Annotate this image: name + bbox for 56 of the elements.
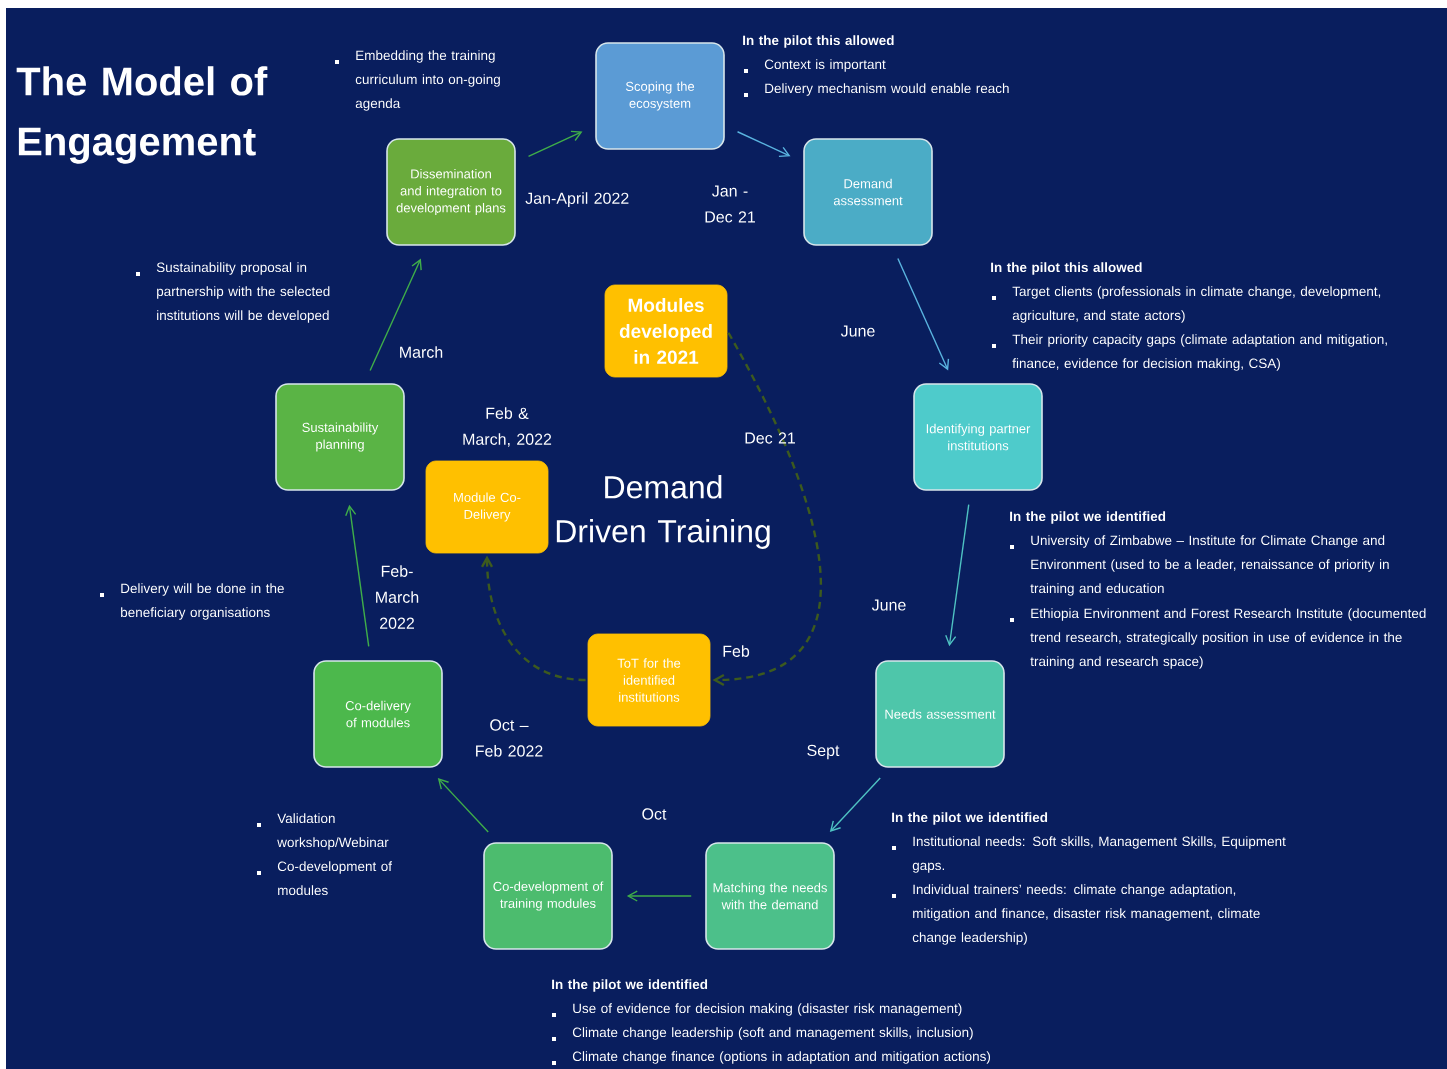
bullet-text: Validation workshop/Webinar bbox=[257, 813, 389, 850]
note-heading: In the pilot we identified bbox=[892, 812, 1048, 825]
arrow bbox=[527, 130, 583, 158]
note-heading: In the pilot we identified bbox=[1010, 511, 1166, 524]
date-label: Feb- March 2022 bbox=[376, 565, 419, 629]
bullet-text: Delivery will be done in the beneficiary organisations bbox=[100, 583, 284, 620]
bullet-text: Their priority capacity gaps (climate adaptation and mitigation, finance, evidence for decision making, CSA) bbox=[992, 334, 1387, 371]
arrow bbox=[712, 332, 822, 687]
bullet-text: Target clients (professionals in climate change, development, agriculture, and state actors) bbox=[992, 286, 1381, 323]
date-label: June bbox=[840, 325, 875, 337]
date-label: June bbox=[871, 599, 906, 611]
bullet-text: Institutional needs: Soft skills, Management Skills, Equipment gaps. bbox=[892, 836, 1286, 873]
date-label: Oct – Feb 2022 bbox=[476, 719, 543, 757]
bullet-text: Climate change finance (options in adaptation and mitigation actions) bbox=[552, 1051, 991, 1065]
bullet-text: Delivery mechanism would enable reach bbox=[744, 83, 1009, 97]
title: The Model of Engagement bbox=[16, 66, 268, 164]
date-label: March bbox=[400, 346, 443, 358]
arrow bbox=[945, 504, 970, 647]
arrow bbox=[369, 258, 422, 372]
date-label: Oct bbox=[642, 808, 667, 820]
process-box: Needs assessment bbox=[875, 660, 1005, 768]
center-heading: Demand Driven Training bbox=[556, 475, 770, 549]
bullet-text: Climate change leadership (soft and management skills, inclusion) bbox=[552, 1027, 973, 1041]
core-box: Module Co-Delivery bbox=[425, 460, 549, 554]
date-label: Sept bbox=[807, 744, 840, 760]
arrow bbox=[345, 504, 370, 648]
bullet-text: Use of evidence for decision making (disaster risk management) bbox=[552, 1003, 962, 1017]
process-box: Scoping the ecosystem bbox=[595, 42, 725, 150]
arrow bbox=[736, 131, 791, 158]
process-box: Identifying partner institutions bbox=[913, 383, 1043, 491]
bullet-text: Individual trainers’ needs: climate change adaptation, mitigation and finance, disaster risk management, climate change leadership) bbox=[892, 884, 1260, 945]
date-label: Dec 21 bbox=[745, 432, 795, 444]
core-box: Modules developed in 2021 bbox=[604, 284, 728, 378]
process-box: Co-delivery of modules bbox=[313, 660, 443, 768]
arrow bbox=[626, 890, 692, 902]
process-box: Sustainability planning bbox=[275, 383, 405, 491]
arrow bbox=[897, 257, 950, 371]
process-box: Dissemination and integration to development plans bbox=[386, 138, 516, 246]
core-box: ToT for the identified institutions bbox=[587, 633, 711, 727]
bullet-text: Ethiopia Environment and Forest Research Institute (documented trend research, strategically position in use of evidence in the training and research space) bbox=[1010, 608, 1426, 669]
note-heading: In the pilot this allowed bbox=[991, 262, 1142, 275]
bullet-text: Co-development of modules bbox=[257, 861, 392, 896]
arrow bbox=[480, 555, 586, 682]
date-label: Jan-April 2022 bbox=[525, 192, 629, 208]
arrow bbox=[437, 778, 489, 833]
bullet-text: Context is important bbox=[744, 59, 886, 73]
bullet-text: Sustainability proposal in partnership with the selected institutions will be developed bbox=[136, 262, 330, 323]
process-box: Matching the needs with the demand bbox=[705, 842, 835, 950]
note-heading: In the pilot this allowed bbox=[743, 35, 894, 48]
process-box: Co-development of training modules bbox=[483, 842, 613, 950]
bullet-text: Embedding the training curriculum into on-going agenda bbox=[335, 50, 500, 111]
process-box: Demand assessment bbox=[803, 138, 933, 246]
bullet-text: University of Zimbabwe – Institute for Climate Change and Environment (used to be a leader, renaissance of priority in training and education bbox=[1010, 535, 1389, 596]
date-label: Jan - Dec 21 bbox=[705, 185, 755, 223]
arrow bbox=[829, 777, 881, 832]
note-heading: In the pilot we identified bbox=[552, 979, 708, 992]
